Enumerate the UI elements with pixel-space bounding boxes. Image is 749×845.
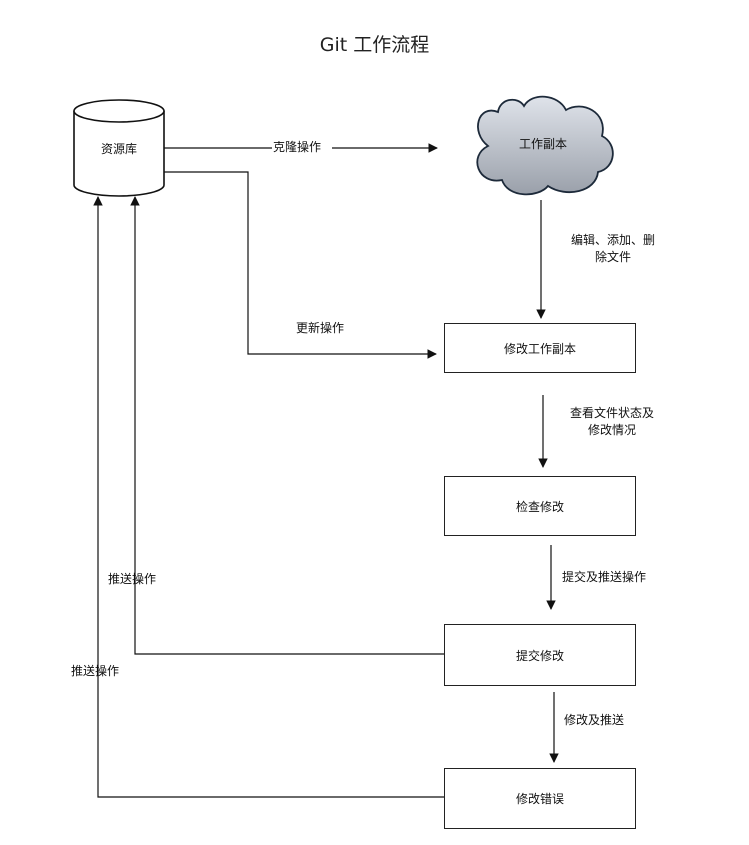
edge-label-update: 更新操作 [296, 321, 345, 335]
node-fix-errors-label: 修改错误 [515, 792, 564, 806]
node-repository: 资源库 [100, 142, 137, 156]
node-modify-working-copy: 修改工作副本 [444, 323, 636, 373]
edge-label-clone: 克隆操作 [273, 140, 322, 154]
node-fix-errors: 修改错误 [444, 768, 636, 829]
working-copy-cloud [476, 95, 614, 196]
edge-label-check-status-line2: 修改情况 [587, 423, 636, 437]
edge-update [164, 171, 437, 359]
edge-label-commit-push: 提交及推送操作 [562, 570, 647, 584]
edge-label-check-status-line1: 查看文件状态及 [569, 406, 654, 420]
node-working-copy: 工作副本 [518, 137, 567, 151]
repository-cylinder [73, 99, 165, 197]
node-review-changes-label: 检查修改 [515, 499, 564, 514]
node-commit-changes-label: 提交修改 [515, 648, 564, 663]
edge-label-edit-line2: 除文件 [594, 250, 631, 264]
edge-label-edit-line1: 编辑、添加、删 [570, 233, 655, 247]
edge-label-modify-push: 修改及推送 [564, 713, 625, 727]
node-commit-changes: 提交修改 [444, 624, 636, 686]
edge-push-inner [130, 196, 444, 655]
node-modify-working-copy-label: 修改工作副本 [503, 341, 576, 356]
edge-push-outer [93, 196, 444, 798]
diagram-title: Git 工作流程 [319, 34, 430, 56]
node-review-changes: 检查修改 [444, 476, 636, 536]
edge-label-push-inner: 推送操作 [108, 572, 157, 586]
edge-label-push-outer: 推送操作 [71, 664, 120, 678]
